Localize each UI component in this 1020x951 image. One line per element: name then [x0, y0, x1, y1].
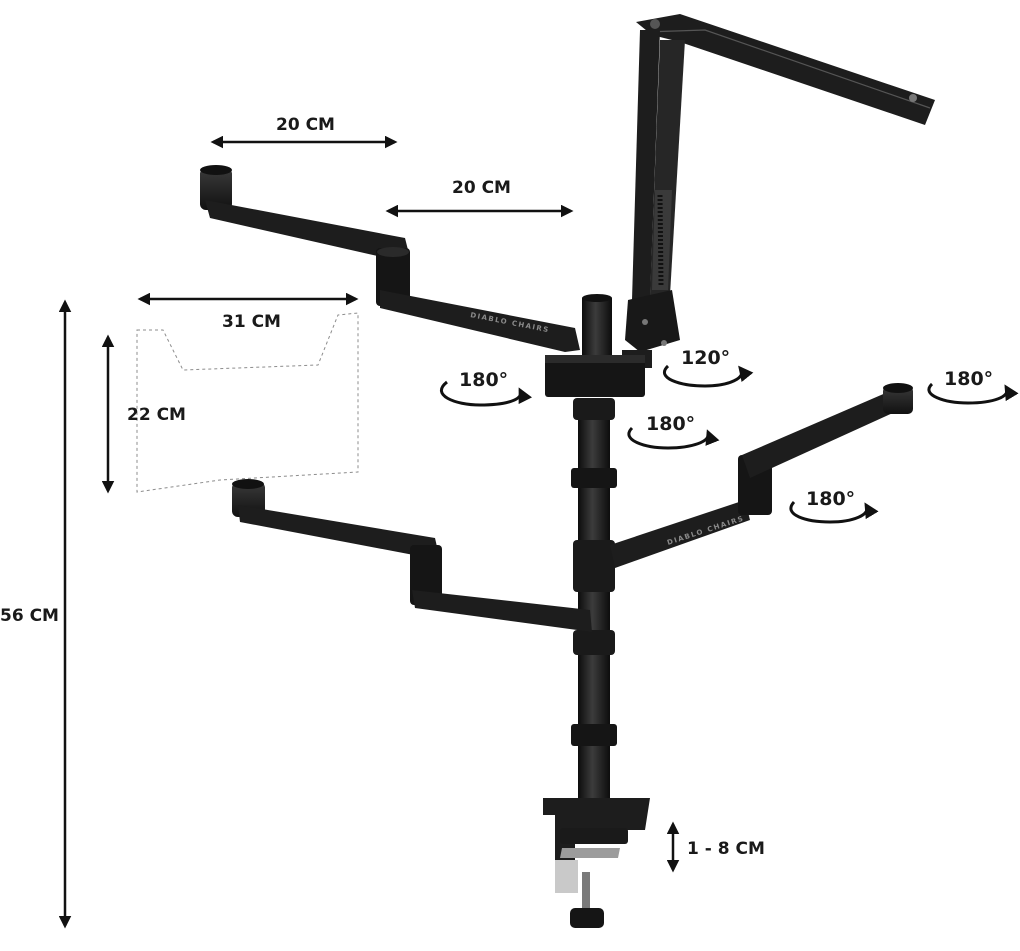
right-arm-tip-rotation-arrow — [927, 382, 1019, 405]
clamp-range-label: 1 - 8 CM — [687, 839, 765, 859]
main-pole — [571, 398, 617, 800]
upper-left-joint-rotation-label: 180° — [459, 369, 508, 391]
mic-boom-rotation-arrow — [663, 364, 754, 388]
mic-boom-arm — [622, 14, 935, 368]
upper-left-joint-rotation-arrow — [439, 380, 533, 407]
upper-pole-rotation-arrow — [627, 426, 720, 450]
tray-height-label: 22 CM — [127, 405, 186, 425]
top-arm-segment-1-label: 20 CM — [276, 115, 335, 135]
dimension-arrows — [58, 135, 680, 929]
right-arm-joint-rotation-arrow — [789, 500, 879, 524]
upper-pole-rotation-label: 180° — [646, 413, 695, 435]
rotation-arrows — [439, 364, 1019, 524]
lower-left-arm — [232, 479, 592, 632]
right-arm-joint-rotation-label: 180° — [806, 488, 855, 510]
upper-left-arm: DIABLO CHAIRS — [200, 165, 580, 352]
right-arm: DIABLO CHAIRS — [610, 383, 913, 568]
mic-boom-rotation-label: 120° — [681, 347, 730, 369]
desk-clamp — [543, 798, 650, 928]
laptop-tray-outline — [136, 312, 359, 493]
pole-top-hub — [545, 294, 645, 397]
tray-width-label: 31 CM — [222, 312, 281, 332]
total-height-label: 56 CM — [0, 606, 59, 626]
right-arm-tip-rotation-label: 180° — [944, 368, 993, 390]
top-arm-segment-2-label: 20 CM — [452, 178, 511, 198]
